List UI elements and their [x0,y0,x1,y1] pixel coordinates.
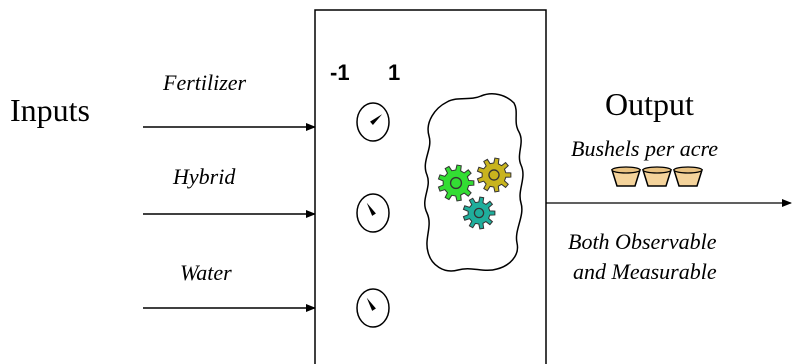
basket-icon [672,166,704,187]
dial-icon[interactable] [356,102,390,142]
scale-low-label: -1 [330,60,350,85]
dial-icon[interactable] [356,288,390,328]
output-title: Output [605,86,694,122]
gear-icon [437,164,475,202]
input-label-fertilizer: Fertilizer [162,70,247,95]
input-label-water: Water [180,260,232,285]
scale-high-label: 1 [388,60,400,85]
input-label-hybrid: Hybrid [172,164,236,189]
basket-icon [610,166,642,187]
output-note-line1: Both Observable [568,229,717,254]
output-unit-label: Bushels per acre [571,136,718,161]
gear-icon [476,157,512,193]
output-note-line2: and Measurable [573,259,717,284]
gear-icon [462,196,496,230]
inputs-title: Inputs [10,92,90,128]
dial-icon[interactable] [356,193,390,233]
basket-icon [641,166,673,187]
